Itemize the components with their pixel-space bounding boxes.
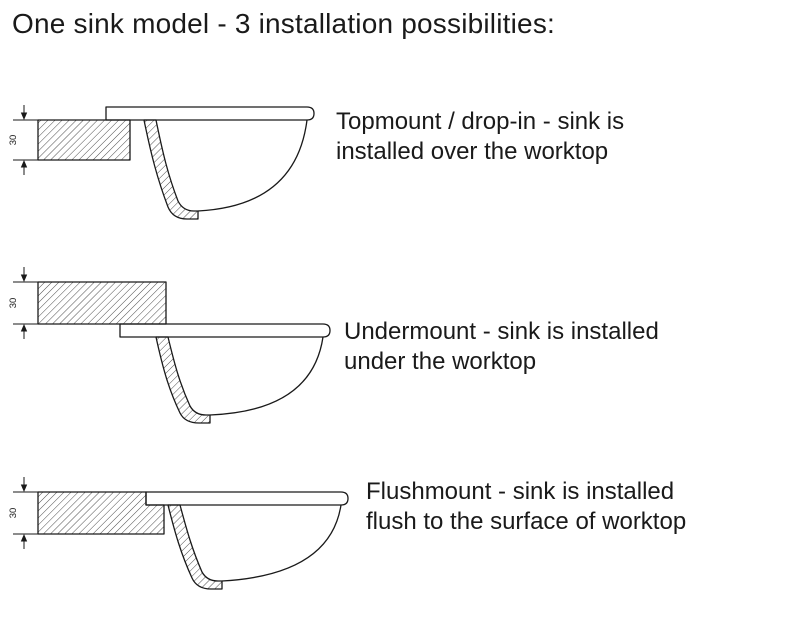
sink-bowl-arc <box>221 504 342 582</box>
caption-line-2: flush to the surface of worktop <box>366 508 687 536</box>
arrow-up-icon <box>20 534 28 542</box>
dimension-value: 30 <box>8 298 19 309</box>
thickness-dimension: 30 <box>8 105 38 175</box>
sink-rim <box>119 323 331 338</box>
worktop-cross-section <box>37 281 167 325</box>
sink-bowl-arc <box>197 119 308 212</box>
sink-rim <box>145 491 349 506</box>
sink-wall-cross-section <box>155 336 211 424</box>
sink-wall-cross-section <box>167 504 223 590</box>
topmount-diagram: 30 <box>8 105 315 220</box>
worktop-cross-section <box>37 119 131 161</box>
thickness-dimension: 30 <box>8 267 38 339</box>
caption-undermount: Undermount - sink is installed under the… <box>344 317 659 377</box>
arrow-down-icon <box>20 112 28 120</box>
arrow-up-icon <box>20 160 28 168</box>
sink-rim <box>105 106 315 121</box>
worktop-cross-section <box>37 491 165 535</box>
thickness-dimension: 30 <box>8 477 38 549</box>
caption-line-1: Topmount / drop-in - sink is <box>336 108 625 135</box>
caption-line-1: Flushmount - sink is installed <box>366 478 675 505</box>
caption-line-1: Undermount - sink is installed <box>344 318 659 345</box>
page-title: One sink model - 3 installation possibil… <box>12 8 556 39</box>
caption-line-2: under the worktop <box>344 348 537 376</box>
sink-bowl-arc <box>209 336 324 416</box>
flushmount-diagram: 30 <box>8 477 349 590</box>
undermount-diagram: 30 <box>8 267 331 424</box>
caption-line-2: installed over the worktop <box>336 138 609 166</box>
arrow-down-icon <box>20 274 28 282</box>
caption-flushmount: Flushmount - sink is installed flush to … <box>366 477 686 537</box>
sink-wall-cross-section <box>143 119 199 220</box>
arrow-down-icon <box>20 484 28 492</box>
dimension-value: 30 <box>8 508 19 519</box>
arrow-up-icon <box>20 324 28 332</box>
caption-topmount: Topmount / drop-in - sink is installed o… <box>336 107 624 167</box>
dimension-value: 30 <box>8 135 19 146</box>
